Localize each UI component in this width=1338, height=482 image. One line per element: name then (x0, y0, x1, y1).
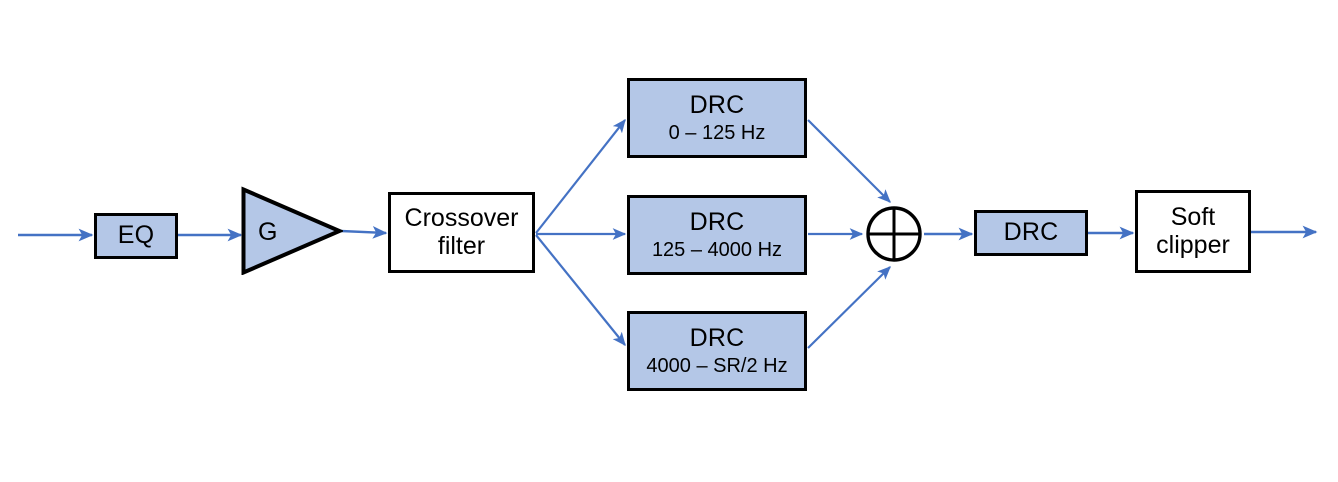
block-soft-clipper[interactable]: Soft clipper (1135, 190, 1251, 273)
block-drc-mid[interactable]: DRC 125 – 4000 Hz (627, 195, 807, 275)
block-soft-clipper-label-line2: clipper (1156, 230, 1230, 259)
block-drc-low[interactable]: DRC 0 – 125 Hz (627, 78, 807, 158)
wire-drc-high-to-sum (807, 266, 891, 349)
block-drc-master[interactable]: DRC (974, 210, 1088, 256)
block-drc-low-label: DRC (689, 90, 745, 119)
wire-drc-low-to-sum (807, 119, 891, 203)
block-crossover-filter[interactable]: Crossover filter (388, 192, 535, 273)
block-soft-clipper-label-line1: Soft (1170, 203, 1216, 231)
block-eq[interactable]: EQ (94, 213, 178, 259)
block-crossover-label-line1: Crossover (404, 204, 519, 232)
block-drc-master-label: DRC (1003, 218, 1059, 247)
block-drc-mid-range: 125 – 4000 Hz (651, 239, 783, 262)
wire-crossover-to-drc-high (535, 234, 626, 347)
triangle-amplifier-icon (241, 186, 343, 275)
block-gain-label: G (258, 218, 278, 246)
circle-plus-icon (866, 206, 922, 262)
block-drc-high[interactable]: DRC 4000 – SR/2 Hz (627, 311, 807, 391)
wire-crossover-to-drc-low (535, 118, 626, 234)
block-drc-high-range: 4000 – SR/2 Hz (646, 355, 788, 378)
block-crossover-label-line2: filter (437, 231, 486, 260)
wire-gain-to-crossover (340, 226, 388, 239)
block-gain-amplifier[interactable] (240, 186, 343, 275)
block-eq-label: EQ (117, 221, 155, 250)
block-drc-high-label: DRC (689, 323, 745, 352)
block-drc-mid-label: DRC (689, 207, 745, 236)
block-drc-low-range: 0 – 125 Hz (668, 122, 766, 145)
summing-junction[interactable] (864, 204, 924, 264)
